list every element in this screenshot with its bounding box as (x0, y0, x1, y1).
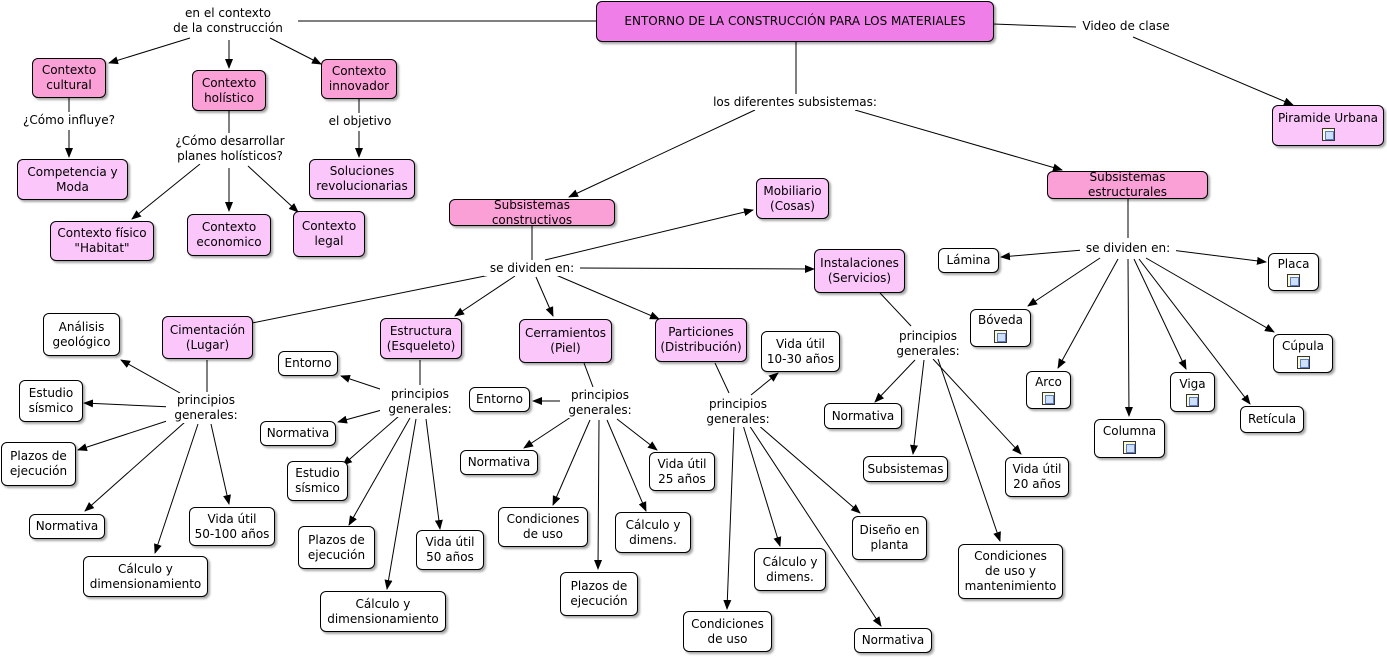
node-contexto-innovador[interactable]: Contexto innovador (321, 59, 397, 99)
node-mobiliario[interactable]: Mobiliario (Cosas) (756, 178, 829, 219)
document-icon[interactable] (1123, 440, 1136, 454)
link-label-principios-cimentacion: principios generales: (166, 393, 246, 423)
document-icon[interactable] (1186, 394, 1199, 407)
node-subsistemas-estructurales[interactable]: Subsistemas estructurales (1047, 170, 1208, 199)
node-cer-entorno[interactable]: Entorno (469, 387, 530, 412)
node-ins-vida[interactable]: Vida útil 20 años (1005, 457, 1069, 497)
node-par-condiciones[interactable]: Condiciones de uso (683, 611, 772, 652)
node-cim-normativa[interactable]: Normativa (29, 514, 105, 539)
document-icon[interactable] (1321, 127, 1335, 141)
node-placa-label: Placa (1277, 257, 1310, 271)
node-cim-vida[interactable]: Vida útil 50-100 años (189, 507, 275, 546)
node-cer-vida[interactable]: Vida útil 25 años (649, 452, 715, 491)
node-estructura[interactable]: Estructura (Esqueleto) (380, 318, 462, 359)
node-subsistemas-constructivos[interactable]: Subsistemas constructivos (449, 198, 615, 227)
node-cer-calculo[interactable]: Cálculo y dimens. (615, 512, 691, 553)
node-piramide-label: Piramide Urbana (1277, 110, 1379, 125)
link-label-principios-estructura: principios generales: (380, 387, 460, 417)
node-arco-label: Arco (1035, 375, 1062, 389)
node-arco[interactable]: Arco (1026, 371, 1071, 409)
link-label-como-desarrollar: ¿Cómo desarrollar planes holísticos? (160, 134, 300, 164)
node-par-diseno[interactable]: Diseño en planta (852, 516, 927, 560)
link-label-se-dividen-estructurales: se dividen en: (1080, 241, 1176, 256)
node-cer-plazos[interactable]: Plazos de ejecución (560, 572, 638, 616)
node-cerramientos[interactable]: Cerramientos (Piel) (519, 319, 612, 363)
link-label-el-objetivo: el objetivo (320, 114, 400, 129)
node-ins-subsistemas[interactable]: Subsistemas (863, 456, 948, 482)
link-label-principios-particiones: principios generales: (698, 397, 778, 427)
root-label: ENTORNO DE LA CONSTRUCCIÓN PARA LOS MATE… (624, 14, 966, 28)
node-contexto-legal[interactable]: Contexto legal (293, 211, 365, 257)
node-ins-condiciones[interactable]: Condiciones de uso y mantenimiento (958, 544, 1063, 599)
node-cim-calculo[interactable]: Cálculo y dimensionamiento (83, 556, 208, 597)
link-label-video: Video de clase (1076, 19, 1176, 34)
link-label-subsystems: los diferentes subsistemas: (705, 95, 885, 110)
node-particiones[interactable]: Particiones (Distribución) (655, 318, 747, 362)
node-est-entorno[interactable]: Entorno (278, 351, 338, 376)
node-contexto-cultural[interactable]: Contexto cultural (32, 58, 106, 98)
link-label-principios-cerramientos: principios generales: (560, 388, 640, 418)
node-soluciones[interactable]: Soluciones revolucionarias (309, 159, 415, 199)
document-icon[interactable] (1287, 274, 1300, 287)
node-est-plazos[interactable]: Plazos de ejecución (298, 526, 375, 569)
node-par-vida[interactable]: Vida útil 10-30 años (761, 331, 840, 372)
node-cim-analisis[interactable]: Análisis geológico (43, 313, 120, 356)
link-label-context: en el contexto de la construcción (158, 6, 298, 36)
node-instalaciones[interactable]: Instalaciones (Servicios) (814, 249, 905, 293)
node-cupula[interactable]: Cúpula (1273, 334, 1333, 373)
node-est-calculo[interactable]: Cálculo y dimensionamiento (320, 591, 446, 632)
link-label-se-dividen-constructivos: se dividen en: (484, 261, 580, 276)
node-boveda[interactable]: Bóveda (970, 309, 1031, 347)
node-reticula[interactable]: Retícula (1240, 406, 1304, 433)
document-icon[interactable] (1042, 392, 1055, 405)
node-contexto-fisico[interactable]: Contexto físico "Habitat" (50, 221, 154, 261)
node-placa[interactable]: Placa (1268, 253, 1319, 291)
document-icon[interactable] (994, 330, 1007, 343)
node-cim-estudio[interactable]: Estudio sísmico (19, 380, 83, 422)
node-competencia-moda[interactable]: Competencia y Moda (17, 159, 128, 200)
node-par-normativa[interactable]: Normativa (854, 628, 932, 653)
node-boveda-label: Bóveda (977, 313, 1024, 327)
node-contexto-holistico[interactable]: Contexto holístico (192, 70, 266, 111)
node-cimentacion[interactable]: Cimentación (Lugar) (162, 316, 253, 359)
root-node[interactable]: ENTORNO DE LA CONSTRUCCIÓN PARA LOS MATE… (596, 1, 994, 42)
document-icon[interactable] (1296, 355, 1310, 369)
node-ins-normativa[interactable]: Normativa (824, 403, 902, 429)
link-label-principios-instalaciones: principios generales: (888, 329, 968, 359)
node-est-normativa[interactable]: Normativa (260, 421, 336, 446)
node-lamina[interactable]: Lámina (938, 248, 999, 273)
node-piramide-urbana[interactable]: Piramide Urbana (1272, 105, 1384, 146)
node-cim-plazos[interactable]: Plazos de ejecución (1, 442, 76, 486)
node-columna[interactable]: Columna (1094, 419, 1165, 458)
node-viga[interactable]: Viga (1170, 372, 1215, 412)
node-cer-normativa[interactable]: Normativa (460, 450, 538, 475)
node-par-calculo[interactable]: Cálculo y dimens. (754, 548, 826, 591)
link-label-como-influye: ¿Cómo influye? (14, 113, 124, 128)
node-contexto-economico[interactable]: Contexto economico (187, 214, 271, 256)
node-columna-label: Columna (1102, 423, 1157, 438)
node-est-vida[interactable]: Vida útil 50 años (416, 530, 484, 570)
node-cer-condiciones[interactable]: Condiciones de uso (498, 507, 588, 547)
node-viga-label: Viga (1179, 377, 1206, 391)
node-est-estudio[interactable]: Estudio sísmico (287, 461, 348, 501)
node-cupula-label: Cúpula (1282, 338, 1324, 353)
